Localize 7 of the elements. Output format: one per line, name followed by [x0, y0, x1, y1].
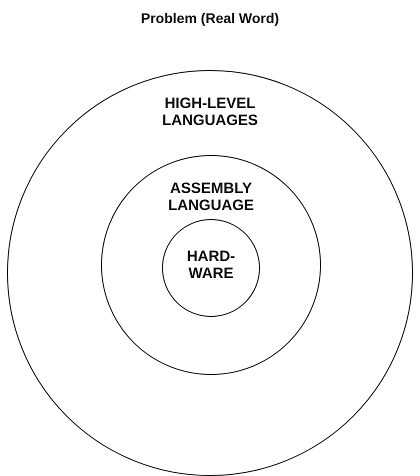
layer-label: HARD- WARE [186, 248, 236, 282]
layer-label: ASSEMBLY LANGUAGE [167, 180, 255, 214]
layer-label: HIGH-LEVEL LANGUAGES [161, 95, 259, 129]
layer-circle [101, 155, 321, 375]
diagram-title: Problem (Real Word) [140, 10, 280, 26]
layer-circle [162, 219, 260, 317]
layer-circle [7, 70, 413, 476]
